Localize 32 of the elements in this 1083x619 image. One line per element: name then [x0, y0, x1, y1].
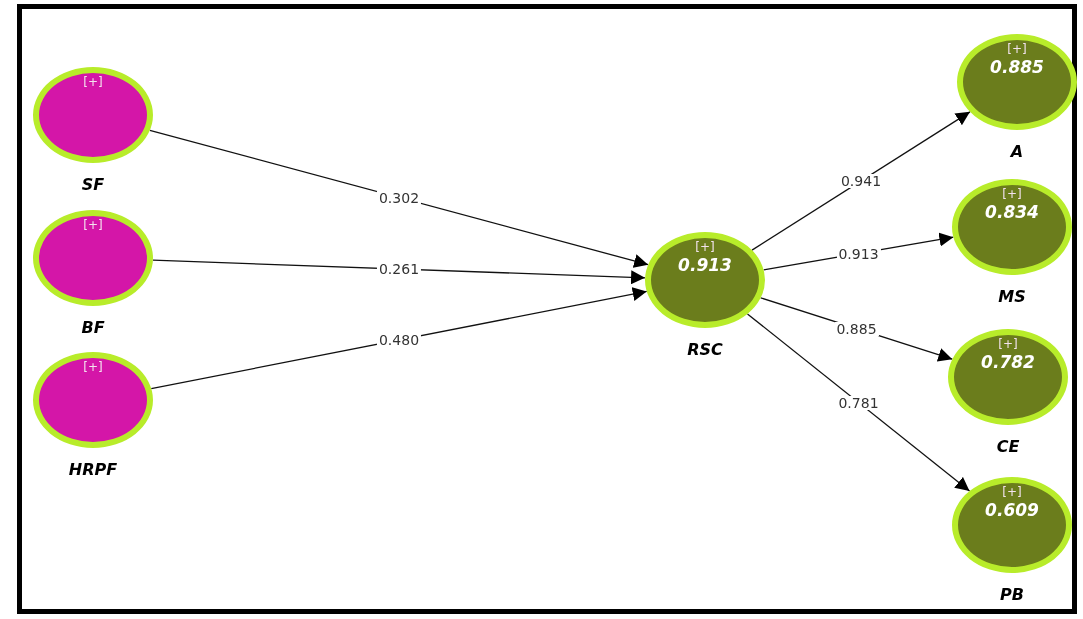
expand-marker: [+] [695, 240, 715, 255]
expand-marker: [+] [998, 337, 1018, 352]
path-coefficient: 0.480 [376, 333, 422, 347]
r-squared-value: 0.609 [985, 500, 1039, 522]
expand-marker: [+] [1002, 485, 1022, 500]
expand-marker: [+] [1002, 187, 1022, 202]
path-arrow [150, 287, 648, 390]
path-arrow [746, 313, 971, 492]
expand-marker: [+] [83, 360, 103, 375]
construct-name: HRPF [68, 460, 118, 480]
path-coefficient: 0.302 [376, 190, 422, 205]
path-arrow [152, 259, 646, 285]
path-arrow [751, 111, 971, 251]
construct-name: PB [1000, 585, 1024, 605]
r-squared-value: 0.782 [981, 352, 1035, 374]
r-squared-value: 0.913 [678, 255, 732, 277]
expand-marker: [+] [83, 218, 103, 233]
expand-marker: [+] [1007, 42, 1027, 57]
r-squared-value: 0.885 [990, 57, 1044, 79]
construct-name: SF [81, 175, 105, 195]
construct-name: A [1010, 142, 1024, 162]
construct-name: MS [998, 287, 1026, 307]
path-coefficient: 0.885 [834, 321, 879, 336]
construct-name: BF [81, 318, 105, 338]
path-coefficient: 0.913 [836, 246, 881, 261]
path-coefficient: 0.261 [376, 262, 422, 276]
path-arrow [149, 129, 649, 268]
expand-marker: [+] [83, 75, 103, 90]
construct-name: CE [996, 437, 1020, 457]
path-coefficient: 0.781 [836, 395, 881, 410]
construct-name: RSC [687, 340, 723, 360]
r-squared-value: 0.834 [985, 202, 1039, 224]
